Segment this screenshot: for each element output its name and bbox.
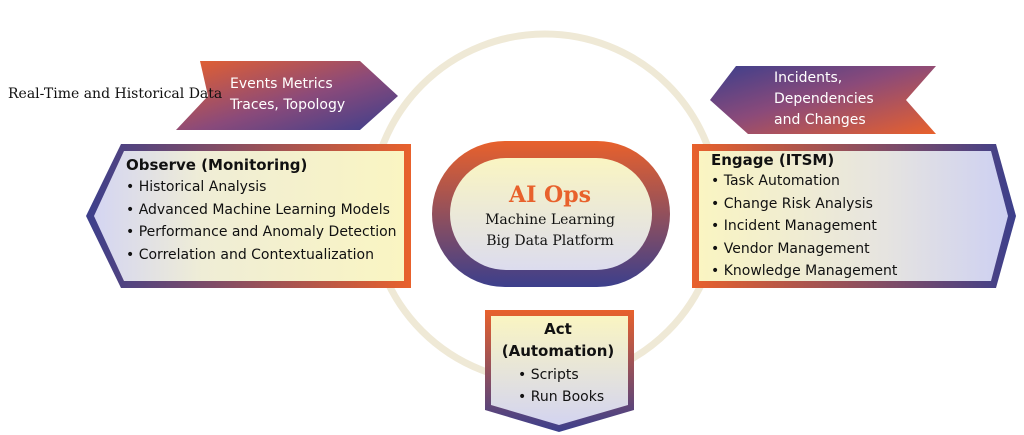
core-capsule-fill — [450, 158, 652, 270]
input-arrow-line: Events Metrics — [230, 76, 333, 92]
engage-panel: Engage (ITSM) Task Automation Change Ris… — [711, 151, 897, 283]
act-item: Run Books — [518, 386, 626, 408]
input-arrow-label: Events Metrics Traces, Topology — [230, 74, 345, 116]
core-panel: AI Ops Machine Learning Big Data Platfor… — [447, 180, 653, 252]
engage-item: Task Automation — [711, 170, 897, 193]
observe-panel: Observe (Monitoring) Historical Analysis… — [126, 156, 397, 266]
act-item: Scripts — [518, 364, 626, 386]
output-arrow-line: and Changes — [774, 112, 866, 128]
input-data-label: Real-Time and Historical Data — [8, 86, 223, 102]
observe-item: Historical Analysis — [126, 176, 397, 199]
observe-item: Advanced Machine Learning Models — [126, 199, 397, 222]
core-line: Machine Learning — [485, 212, 615, 228]
observe-item: Correlation and Contextualization — [126, 244, 397, 267]
engage-item: Change Risk Analysis — [711, 193, 897, 216]
input-arrow-shape — [176, 61, 398, 130]
output-arrow-label: Incidents, Dependencies and Changes — [774, 68, 874, 131]
act-panel: Act (Automation) Scripts Run Books — [490, 318, 626, 408]
output-arrow-line: Incidents, — [774, 70, 843, 86]
observe-list: Historical Analysis Advanced Machine Lea… — [126, 176, 397, 266]
act-list: Scripts Run Books — [490, 364, 626, 408]
engage-item: Knowledge Management — [711, 260, 898, 283]
output-arrow-shape — [710, 66, 936, 134]
engage-item: Vendor Management — [711, 238, 897, 261]
output-arrow-line: Dependencies — [774, 91, 874, 107]
observe-title: Observe (Monitoring) — [126, 156, 308, 174]
engage-list: Task Automation Change Risk Analysis Inc… — [711, 170, 898, 283]
input-arrow-line: Traces, Topology — [230, 97, 346, 113]
observe-item: Performance and Anomaly Detection — [126, 221, 397, 244]
engage-item: Incident Management — [711, 215, 897, 238]
engage-title: Engage (ITSM) — [711, 151, 835, 169]
core-line: Big Data Platform — [486, 233, 614, 249]
core-title: AI Ops — [509, 182, 591, 208]
act-title-line: (Automation) — [501, 342, 615, 360]
act-title-line: Act — [544, 320, 572, 338]
